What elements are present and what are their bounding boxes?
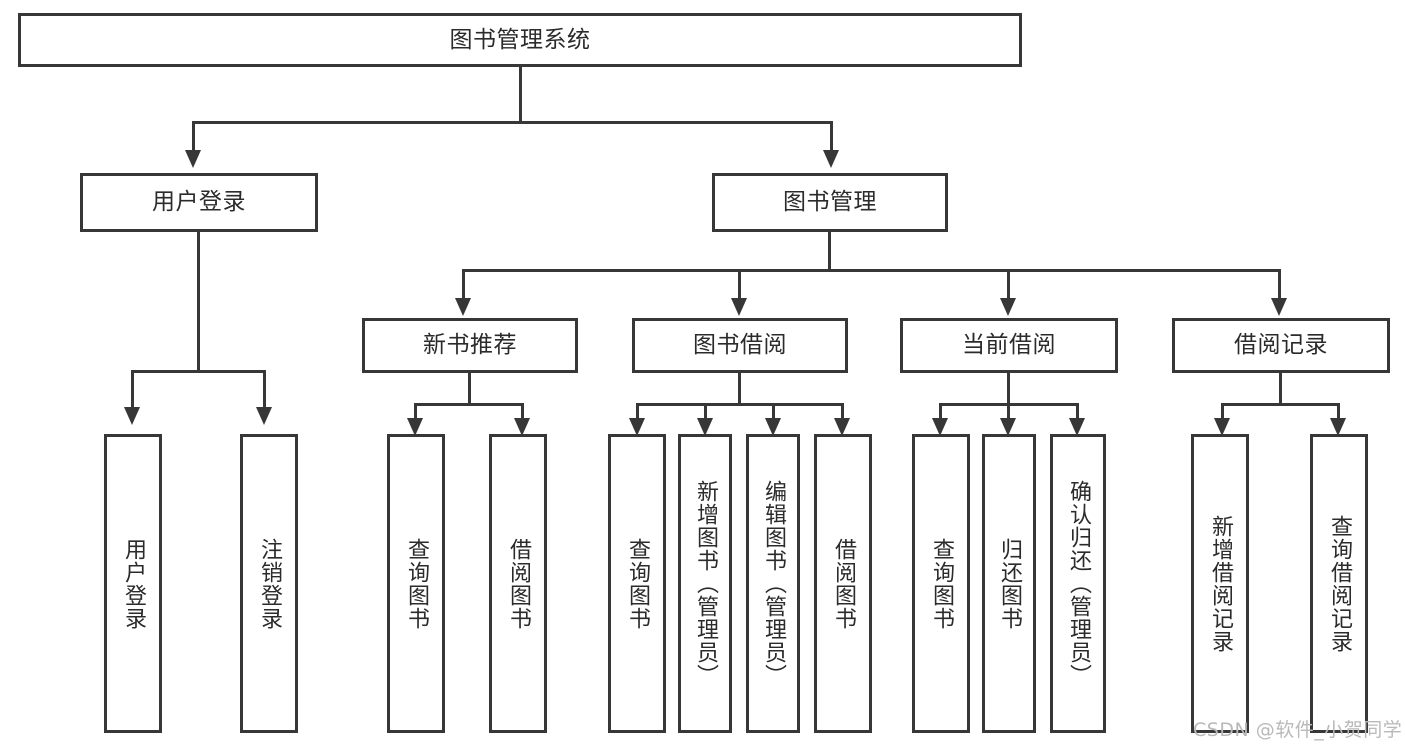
- arrowhead-leaf-return-book: [1000, 418, 1016, 436]
- leaf-confirm-return-label: 确认归还（管理员）: [1065, 480, 1091, 687]
- connector-root-to-book-manage: [830, 121, 833, 153]
- connector-new-book-recommend-bus: [414, 403, 524, 406]
- connector-cb-drop-1: [939, 403, 942, 421]
- connector-book-borrow-stem: [738, 373, 741, 406]
- arrowhead-leaf-query-book-2: [629, 418, 645, 436]
- leaf-query-record-label: 查询借阅记录: [1326, 514, 1352, 653]
- connector-bb-drop-3: [772, 403, 775, 421]
- leaf-query-book-2-label: 查询图书: [624, 537, 650, 630]
- leaf-return-book[interactable]: 归还图书: [982, 434, 1036, 733]
- connector-book-manage-drop-2: [738, 269, 741, 301]
- arrowhead-leaf-edit-book: [765, 418, 781, 436]
- leaf-query-book-3-label: 查询图书: [928, 537, 954, 630]
- leaf-user-login-label: 用户登录: [120, 537, 146, 630]
- connector-book-borrow-bus: [636, 403, 844, 406]
- node-new-book-recommend[interactable]: 新书推荐: [362, 318, 578, 373]
- arrowhead-leaf-add-record: [1214, 418, 1230, 436]
- connector-user-login-drop-1: [131, 370, 134, 410]
- leaf-borrow-book-1-label: 借阅图书: [505, 537, 531, 630]
- connector-book-manage-drop-1: [462, 269, 465, 301]
- connector-nbr-drop-2: [521, 403, 524, 421]
- connector-root-to-user-login: [192, 121, 195, 153]
- watermark-text: CSDN @软件_小贺同学: [1193, 719, 1403, 741]
- connector-br-drop-2: [1337, 403, 1340, 421]
- connector-borrow-record-bus: [1221, 403, 1340, 406]
- node-user-login[interactable]: 用户登录: [80, 173, 318, 232]
- connector-nbr-drop-1: [414, 403, 417, 421]
- connector-new-book-recommend-stem: [468, 373, 471, 406]
- arrowhead-leaf-borrow-book-2: [834, 418, 850, 436]
- leaf-confirm-return[interactable]: 确认归还（管理员）: [1050, 434, 1106, 733]
- connector-bb-drop-1: [636, 403, 639, 421]
- arrowhead-borrow-record: [1271, 298, 1287, 316]
- arrowhead-leaf-query-book-3: [932, 418, 948, 436]
- leaf-logout-login[interactable]: 注销登录: [240, 434, 298, 733]
- connector-br-drop-1: [1221, 403, 1224, 421]
- leaf-user-login[interactable]: 用户登录: [104, 434, 162, 733]
- leaf-edit-book-label: 编辑图书（管理员）: [760, 480, 786, 687]
- leaf-return-book-label: 归还图书: [996, 537, 1022, 630]
- arrowhead-leaf-user-login: [124, 407, 140, 425]
- node-current-borrow-label: 当前借阅: [962, 332, 1056, 359]
- leaf-query-book-1-label: 查询图书: [403, 537, 429, 630]
- connector-bb-drop-4: [841, 403, 844, 421]
- connector-user-login-bus: [131, 370, 266, 373]
- arrowhead-leaf-query-book-1: [407, 418, 423, 436]
- connector-user-login-drop-2: [263, 370, 266, 410]
- leaf-edit-book[interactable]: 编辑图书（管理员）: [746, 434, 800, 733]
- leaf-logout-login-label: 注销登录: [256, 537, 282, 630]
- node-user-login-label: 用户登录: [152, 189, 246, 216]
- arrowhead-leaf-confirm-return: [1069, 418, 1085, 436]
- connector-cb-drop-2: [1007, 403, 1010, 421]
- leaf-borrow-book-2-label: 借阅图书: [830, 537, 856, 630]
- leaf-add-record[interactable]: 新增借阅记录: [1191, 434, 1249, 733]
- leaf-query-book-1[interactable]: 查询图书: [387, 434, 445, 733]
- connector-book-manage-drop-3: [1007, 269, 1010, 301]
- node-book-manage[interactable]: 图书管理: [712, 173, 948, 232]
- connector-borrow-record-stem: [1279, 373, 1282, 406]
- connector-root-bus: [192, 121, 833, 124]
- connector-root-stem: [519, 67, 522, 123]
- leaf-add-book[interactable]: 新增图书（管理员）: [678, 434, 732, 733]
- connector-user-login-stem: [197, 232, 200, 372]
- leaf-query-book-3[interactable]: 查询图书: [912, 434, 970, 733]
- arrowhead-new-book-recommend: [455, 298, 471, 316]
- connector-book-manage-drop-4: [1278, 269, 1281, 301]
- arrowhead-leaf-query-record: [1330, 418, 1346, 436]
- node-book-borrow[interactable]: 图书借阅: [632, 318, 848, 373]
- leaf-add-book-label: 新增图书（管理员）: [692, 480, 718, 687]
- arrowhead-leaf-logout-login: [256, 407, 272, 425]
- node-borrow-record[interactable]: 借阅记录: [1172, 318, 1390, 373]
- leaf-query-book-2[interactable]: 查询图书: [608, 434, 666, 733]
- node-current-borrow[interactable]: 当前借阅: [900, 318, 1118, 373]
- connector-book-manage-bus: [462, 269, 1281, 272]
- leaf-borrow-book-2[interactable]: 借阅图书: [814, 434, 872, 733]
- leaf-add-record-label: 新增借阅记录: [1207, 514, 1233, 653]
- arrowhead-user-login: [185, 150, 201, 168]
- node-borrow-record-label: 借阅记录: [1234, 332, 1328, 359]
- leaf-query-record[interactable]: 查询借阅记录: [1310, 434, 1368, 733]
- connector-current-borrow-stem: [1007, 373, 1010, 406]
- node-root-label: 图书管理系统: [449, 26, 591, 53]
- arrowhead-current-borrow: [1000, 298, 1016, 316]
- arrowhead-leaf-add-book: [697, 418, 713, 436]
- leaf-borrow-book-1[interactable]: 借阅图书: [489, 434, 547, 733]
- node-book-manage-label: 图书管理: [783, 189, 877, 216]
- arrowhead-book-manage: [823, 150, 839, 168]
- arrowhead-book-borrow: [731, 298, 747, 316]
- arrowhead-leaf-borrow-book-1: [514, 418, 530, 436]
- connector-cb-drop-3: [1076, 403, 1079, 421]
- node-new-book-recommend-label: 新书推荐: [423, 332, 517, 359]
- connector-bb-drop-2: [704, 403, 707, 421]
- node-root[interactable]: 图书管理系统: [18, 13, 1022, 67]
- connector-book-manage-stem: [828, 232, 831, 272]
- node-book-borrow-label: 图书借阅: [693, 332, 787, 359]
